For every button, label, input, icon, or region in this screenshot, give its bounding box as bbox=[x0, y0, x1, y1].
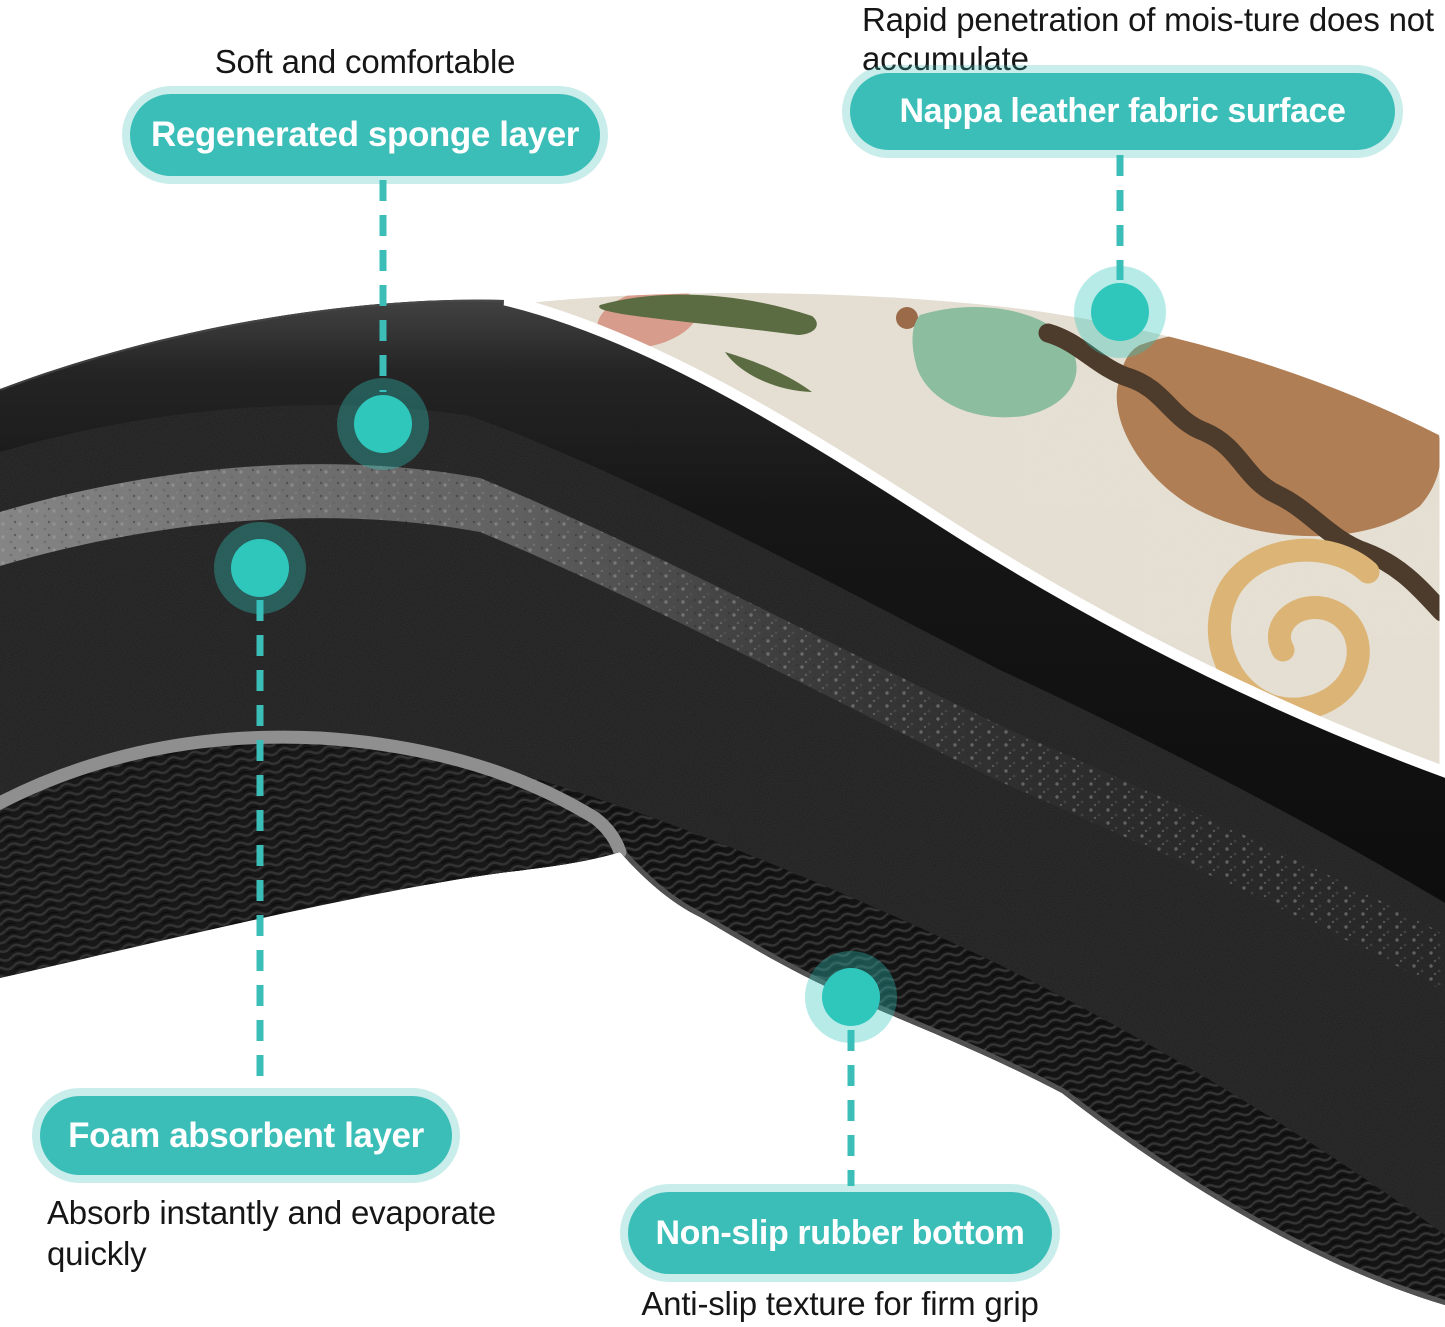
rubber-fold-texture bbox=[0, 739, 620, 978]
marker-dot-fabric-icon bbox=[1074, 266, 1166, 358]
pattern-brown-dot bbox=[896, 307, 918, 329]
pattern-olive-leaf bbox=[599, 294, 817, 335]
layer-markers bbox=[214, 266, 1166, 1043]
callout-pill-fabric: Nappa leather fabric surface bbox=[850, 73, 1395, 150]
marker-dot-rubber-icon bbox=[805, 951, 897, 1043]
pattern-squiggle bbox=[1038, 323, 1445, 622]
note-foam: Absorb instantly and evaporate quickly bbox=[47, 1194, 496, 1272]
callout-pill-rubber: Non-slip rubber bottom bbox=[628, 1192, 1052, 1274]
sponge-layer bbox=[0, 299, 1445, 903]
sponge-crest-highlight bbox=[0, 299, 506, 391]
gray-edge-line bbox=[0, 730, 627, 859]
note-fabric: Rapid penetration of mois-ture does not … bbox=[862, 1, 1434, 77]
leader-lines bbox=[256, 155, 1124, 1186]
note-sponge: Soft and comfortable bbox=[214, 43, 516, 80]
marker-dot-sponge-icon bbox=[337, 378, 429, 470]
callout-pill-sponge: Regenerated sponge layer bbox=[130, 94, 600, 176]
note-rubber: Anti-slip texture for firm grip bbox=[641, 1285, 1039, 1322]
marker-dot-foam-icon bbox=[214, 522, 306, 614]
pattern-sage-blob bbox=[912, 307, 1077, 418]
pattern-olive-spike bbox=[725, 352, 812, 392]
foam-speckled-dots bbox=[0, 464, 1445, 992]
callout-pill-foam: Foam absorbent layer bbox=[40, 1096, 452, 1175]
